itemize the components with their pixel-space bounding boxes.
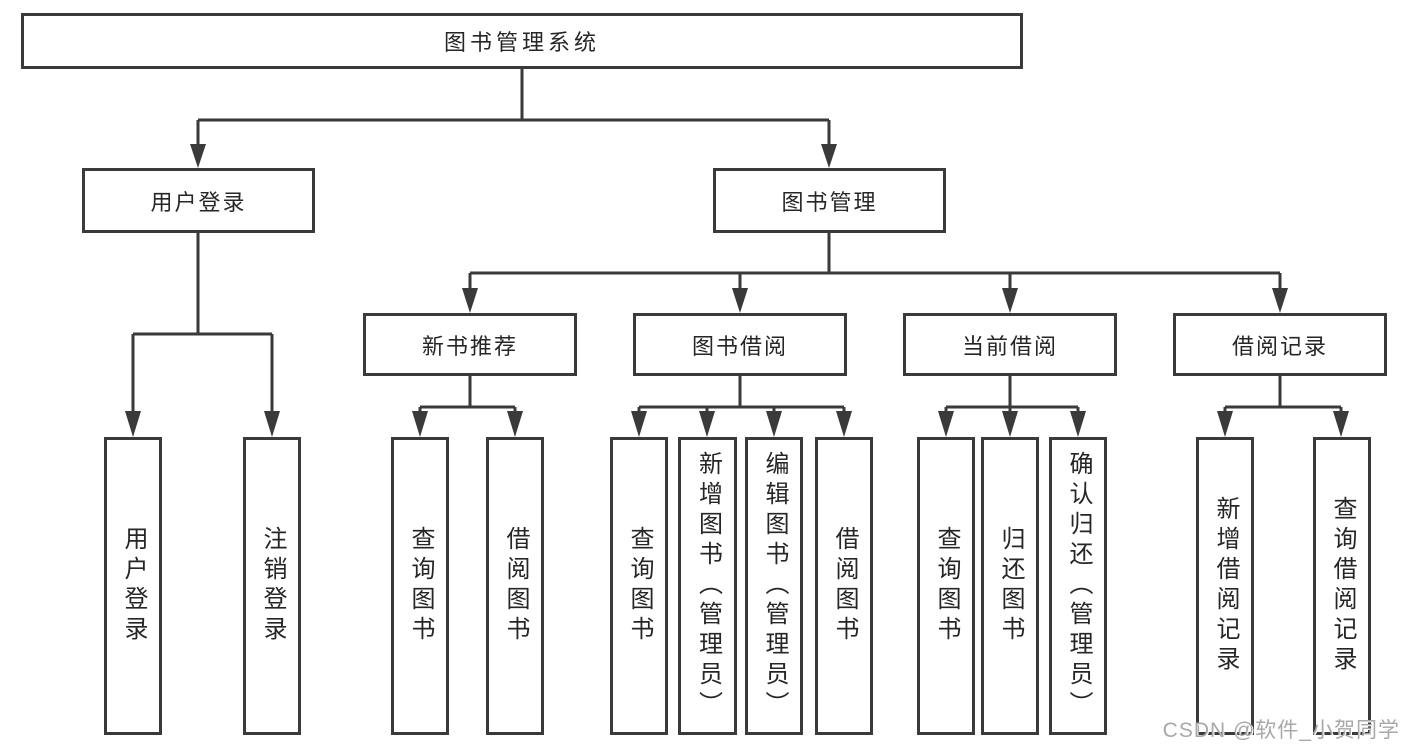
leaf-user-login: 用户登录 (104, 437, 162, 735)
leaf-return-books: 归还图书 (981, 437, 1039, 735)
leaf-add-borrowing-record: 新增借阅记录 (1196, 437, 1254, 735)
node-label: 借阅图书 (502, 526, 529, 646)
node-book-borrowing: 图书借阅 (633, 313, 847, 376)
node-label: 查询图书 (407, 526, 434, 646)
arrowhead (699, 411, 715, 437)
node-label: 确认归还（管理员） (1065, 451, 1092, 721)
arrowhead (836, 411, 852, 437)
arrowhead (1070, 411, 1086, 437)
connector-newbook-to-leaves (418, 376, 517, 414)
node-label: 用户登录 (120, 526, 147, 646)
arrowhead (1333, 411, 1349, 437)
leaf-borrow-books-recommendation: 借阅图书 (486, 437, 544, 735)
arrowhead (1002, 411, 1018, 437)
node-label: 编辑图书（管理员） (761, 451, 788, 721)
node-label: 图书管理 (781, 189, 878, 215)
leaf-confirm-return-admin: 确认归还（管理员） (1049, 437, 1107, 735)
leaf-query-borrowing-record: 查询借阅记录 (1313, 437, 1371, 735)
node-label: 归还图书 (997, 526, 1024, 646)
node-new-book-recommendation: 新书推荐 (363, 313, 577, 376)
leaf-edit-books-admin: 编辑图书（管理员） (745, 437, 803, 735)
leaf-add-books-admin: 新增图书（管理员） (678, 437, 737, 735)
arrowhead (938, 411, 954, 437)
arrowhead (1002, 288, 1018, 313)
node-label: 查询借阅记录 (1329, 496, 1356, 676)
node-label: 查询图书 (626, 526, 653, 646)
leaf-borrow-books: 借阅图书 (815, 437, 873, 735)
node-borrowing-records: 借阅记录 (1173, 313, 1387, 376)
connector-bookmgmt-to-level2 (468, 233, 1282, 290)
watermark: CSDN @软件_小贺同学 (1162, 719, 1400, 742)
node-label: 借阅图书 (831, 526, 858, 646)
node-label: 用户登录 (150, 189, 247, 215)
arrowhead (1217, 411, 1233, 437)
connector-userlogin-to-leaves (131, 233, 274, 414)
node-label: 注销登录 (259, 526, 286, 646)
node-user-login: 用户登录 (82, 168, 315, 233)
connector-current-to-leaves (944, 376, 1080, 414)
arrowhead (462, 288, 478, 313)
node-label: 新书推荐 (421, 333, 518, 359)
connector-records-to-leaves (1223, 376, 1343, 414)
node-book-management: 图书管理 (713, 168, 946, 233)
node-label: 图书管理系统 (443, 30, 600, 55)
leaf-logout: 注销登录 (243, 437, 301, 735)
node-label: 查询图书 (933, 526, 960, 646)
arrowhead (766, 411, 782, 437)
leaf-query-books-current: 查询图书 (917, 437, 975, 735)
leaf-query-books-recommendation: 查询图书 (391, 437, 449, 735)
connector-borrowing-to-leaves (637, 376, 846, 414)
arrowhead (821, 144, 837, 168)
arrowhead (264, 411, 280, 437)
node-label: 当前借阅 (961, 333, 1058, 359)
leaf-query-books-borrowing: 查询图书 (610, 437, 668, 735)
node-label: 新增图书（管理员） (694, 451, 722, 721)
arrowhead (190, 144, 206, 168)
arrowhead (1272, 288, 1288, 313)
arrowhead (631, 411, 647, 437)
arrowhead (125, 411, 141, 437)
node-current-borrowing: 当前借阅 (903, 313, 1117, 376)
arrowhead (507, 411, 523, 437)
node-label: 新增借阅记录 (1212, 496, 1239, 676)
connector-root-to-level1 (196, 69, 831, 146)
node-label: 借阅记录 (1231, 333, 1328, 359)
node-label: 图书借阅 (691, 333, 788, 359)
arrowhead (732, 288, 748, 313)
arrowhead (412, 411, 428, 437)
node-library-management-system: 图书管理系统 (21, 13, 1023, 69)
